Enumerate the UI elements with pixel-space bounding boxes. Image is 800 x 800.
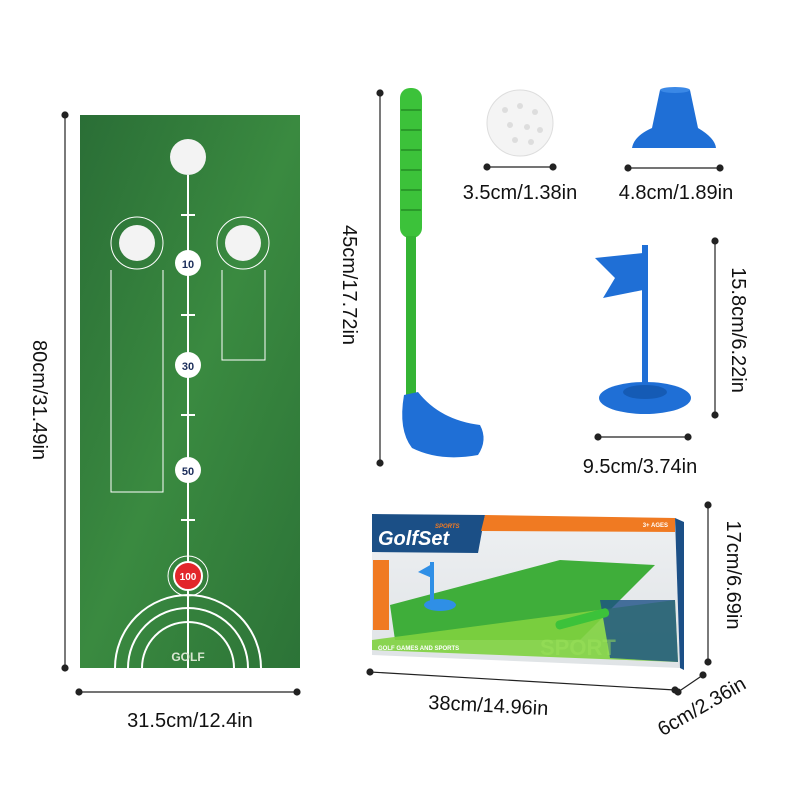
golf-flag — [595, 245, 691, 414]
mat-logo: GOLF — [171, 650, 204, 664]
hole-left — [119, 225, 155, 261]
box-tagline: GOLF GAMES AND SPORTS — [378, 646, 459, 652]
flag-base-label: 9.5cm/3.74in — [583, 456, 698, 478]
club-length-label: 45cm/17.72in — [338, 225, 360, 345]
ball-size-label: 3.5cm/1.38in — [463, 182, 578, 204]
box-watermark: SPORT — [540, 635, 616, 660]
box-height-label: 17cm/6.69in — [722, 521, 744, 630]
golf-ball — [486, 89, 554, 157]
box-length-label: 38cm/14.96in — [428, 692, 549, 720]
putting-mat: 10 30 50 100 GOLF — [80, 115, 300, 669]
product-box: GolfSet SPORTS 3+ AGES GOLF GAMES AND SP… — [372, 514, 684, 670]
club-dimension-line — [376, 89, 384, 467]
box-brand-sub: SPORTS — [435, 524, 460, 530]
mat-height-label: 80cm/31.49in — [28, 340, 50, 460]
hole-right — [225, 225, 261, 261]
box-dimension-lines — [366, 501, 712, 696]
mat-dimension-lines — [61, 111, 301, 696]
flag-height-label: 15.8cm/6.22in — [727, 267, 749, 393]
tee-size-label: 4.8cm/1.89in — [619, 182, 734, 204]
box-depth-label: 6cm/2.36in — [654, 673, 750, 741]
marker-50: 50 — [182, 466, 194, 478]
hole-top — [170, 139, 206, 175]
golf-club — [400, 88, 484, 458]
box-age: 3+ AGES — [643, 523, 668, 529]
mat-width-label: 31.5cm/12.4in — [127, 710, 253, 732]
marker-100: 100 — [180, 572, 197, 583]
golf-tee — [632, 87, 716, 148]
tee-dimension-line — [624, 164, 724, 172]
ball-dimension-line — [483, 163, 557, 171]
flag-dimension-lines — [594, 237, 719, 441]
marker-30: 30 — [182, 361, 194, 373]
marker-10: 10 — [182, 259, 194, 271]
box-brand: GolfSet — [378, 528, 450, 550]
